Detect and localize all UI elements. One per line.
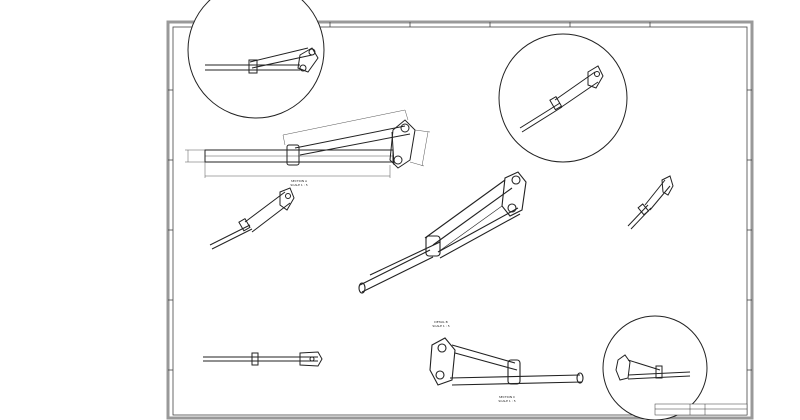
title-block — [654, 403, 748, 416]
border-ticks — [168, 22, 752, 371]
iso-view-label: DETAIL B — [434, 320, 447, 324]
detail-circle-top-left — [187, 0, 325, 119]
assembly-main-side-view — [204, 119, 416, 169]
bottom-view-label: SECTION C — [499, 395, 515, 399]
sheet-outer-border — [166, 20, 754, 420]
detail-circle-bottom-right — [602, 315, 708, 420]
sheet-inner-border — [172, 26, 748, 416]
assembly-view-bottom-iso — [429, 337, 584, 386]
dimension-lines-main — [185, 109, 431, 178]
assembly-view-right-iso — [627, 175, 674, 230]
main-view-label: SECTION A — [291, 179, 308, 183]
detail-circle-top-right — [498, 33, 628, 163]
assembly-view-small-iso — [519, 65, 604, 133]
assembly-view-center-iso — [358, 171, 527, 294]
main-view-sublabel: SCALE 1 : 5 — [290, 183, 307, 187]
assembly-view-small-bottom-iso — [615, 354, 691, 381]
bottom-view-sublabel: SCALE 1 : 5 — [498, 399, 515, 403]
assembly-view-small-side — [205, 47, 319, 74]
iso-view-sublabel: SCALE 1 : 5 — [432, 324, 449, 328]
assembly-view-left-iso — [209, 187, 295, 250]
assembly-view-bottom-side — [203, 351, 323, 367]
